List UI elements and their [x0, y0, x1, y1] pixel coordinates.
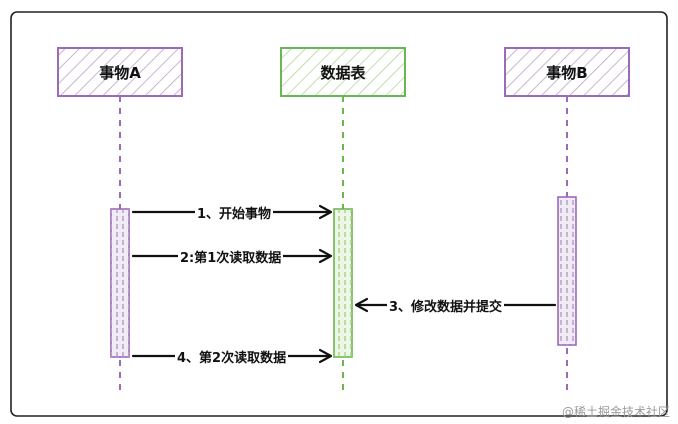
diagram-frame [10, 11, 668, 417]
message-label-2: 2:第1次读取数据 [178, 247, 284, 266]
participant-label-t: 数据表 [320, 64, 366, 82]
participant-box-b [504, 47, 630, 97]
message-label-3: 3、修改数据并提交 [387, 296, 505, 315]
participant-label-a: 事物A [99, 64, 141, 82]
message-label-1: 1、开始事物 [195, 203, 274, 222]
participant-box-a [57, 47, 183, 97]
message-label-4: 4、第2次读取数据 [175, 347, 289, 366]
participant-box-t [280, 47, 406, 97]
watermark: @稀土掘金技术社区 [561, 405, 670, 419]
participant-label-b: 事物B [546, 64, 588, 82]
